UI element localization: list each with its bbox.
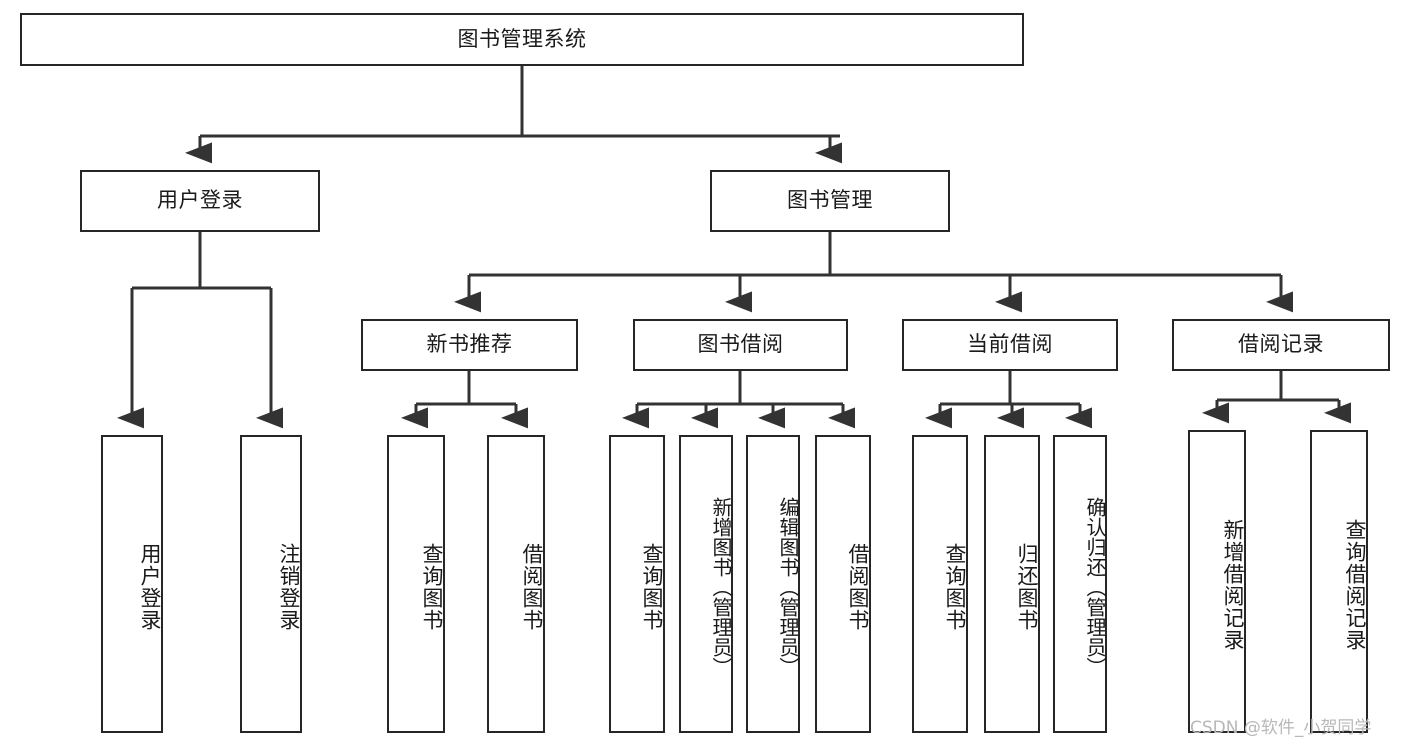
node-leaf-user-login[interactable]: 用户登录 <box>101 435 163 733</box>
node-borrow-record[interactable]: 借阅记录 <box>1172 319 1390 371</box>
node-current-borrow[interactable]: 当前借阅 <box>902 319 1118 371</box>
node-leaf-edit-book[interactable]: 编辑图书（管理员） <box>746 435 800 733</box>
node-leaf-borrow-book-2-label: 借阅图书 <box>846 543 870 631</box>
node-leaf-user-logout-label: 注销登录 <box>277 543 301 631</box>
node-leaf-return-book-label: 归还图书 <box>1015 543 1039 631</box>
node-new-book-recommend-label: 新书推荐 <box>426 332 513 357</box>
node-leaf-query-book-3-label: 查询图书 <box>943 543 967 631</box>
node-leaf-query-book-2-label: 查询图书 <box>640 543 664 631</box>
node-book-manage-label: 图书管理 <box>787 188 873 213</box>
node-leaf-edit-book-label: 编辑图书（管理员） <box>776 497 800 677</box>
node-leaf-add-record-label: 新增借阅记录 <box>1221 518 1245 651</box>
node-book-manage[interactable]: 图书管理 <box>710 170 950 232</box>
node-user-login-label: 用户登录 <box>157 188 243 213</box>
node-root-label: 图书管理系统 <box>457 26 587 51</box>
node-leaf-query-book-1[interactable]: 查询图书 <box>387 435 445 733</box>
node-leaf-query-record[interactable]: 查询借阅记录 <box>1310 430 1368 733</box>
node-leaf-borrow-book-1-label: 借阅图书 <box>520 543 544 631</box>
node-leaf-query-record-label: 查询借阅记录 <box>1343 518 1367 651</box>
node-leaf-borrow-book-1[interactable]: 借阅图书 <box>487 435 545 733</box>
node-leaf-add-book-label: 新增图书（管理员） <box>709 497 733 677</box>
node-root[interactable]: 图书管理系统 <box>20 13 1024 66</box>
node-leaf-user-logout[interactable]: 注销登录 <box>240 435 302 733</box>
node-leaf-add-record[interactable]: 新增借阅记录 <box>1188 430 1246 733</box>
node-leaf-user-login-label: 用户登录 <box>138 543 162 631</box>
node-leaf-query-book-3[interactable]: 查询图书 <box>912 435 968 733</box>
csdn-watermark: CSDN @软件_小贺同学 <box>1190 718 1372 738</box>
node-leaf-confirm-return-label: 确认归还（管理员） <box>1083 497 1107 677</box>
node-current-borrow-label: 当前借阅 <box>967 332 1053 357</box>
node-book-borrow-label: 图书借阅 <box>697 332 784 357</box>
node-leaf-query-book-2[interactable]: 查询图书 <box>609 435 665 733</box>
node-new-book-recommend[interactable]: 新书推荐 <box>361 319 578 371</box>
node-leaf-borrow-book-2[interactable]: 借阅图书 <box>815 435 871 733</box>
node-leaf-add-book[interactable]: 新增图书（管理员） <box>679 435 733 733</box>
node-leaf-query-book-1-label: 查询图书 <box>420 543 444 631</box>
node-user-login[interactable]: 用户登录 <box>80 170 320 232</box>
node-book-borrow[interactable]: 图书借阅 <box>633 319 848 371</box>
node-leaf-return-book[interactable]: 归还图书 <box>984 435 1040 733</box>
node-leaf-confirm-return[interactable]: 确认归还（管理员） <box>1053 435 1107 733</box>
node-borrow-record-label: 借阅记录 <box>1238 332 1324 357</box>
